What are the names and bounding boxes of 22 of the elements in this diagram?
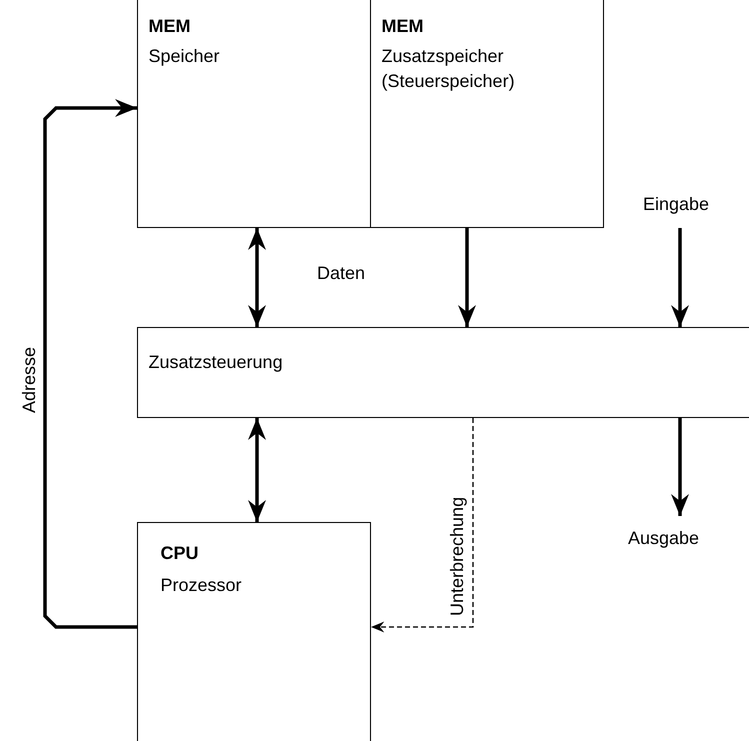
edge-label: Unterbrechung	[447, 496, 467, 616]
arrow	[248, 418, 266, 522]
arrow	[458, 228, 476, 327]
arrow	[671, 418, 689, 516]
node-description: Prozessor	[160, 574, 242, 597]
node-description: Zusatzsteuerung	[148, 351, 283, 374]
node-title: CPU	[160, 542, 199, 565]
arrow	[671, 228, 689, 327]
node-title: MEM	[382, 15, 424, 38]
memory-box	[370, 0, 604, 228]
processor-box	[137, 522, 371, 741]
node-title: MEM	[148, 15, 190, 38]
signal-label: Eingabe	[643, 193, 710, 216]
node-description: Zusatzspeicher (Steuerspeicher)	[382, 45, 516, 93]
signal-label: Ausgabe	[628, 527, 700, 550]
dashed-arrow	[371, 418, 474, 632]
node-description: Speicher	[148, 45, 220, 68]
bus-label: Daten	[317, 262, 366, 284]
controller-box	[137, 327, 749, 418]
arrow	[43, 99, 137, 629]
arrow	[248, 228, 266, 327]
memory-box	[137, 0, 371, 228]
